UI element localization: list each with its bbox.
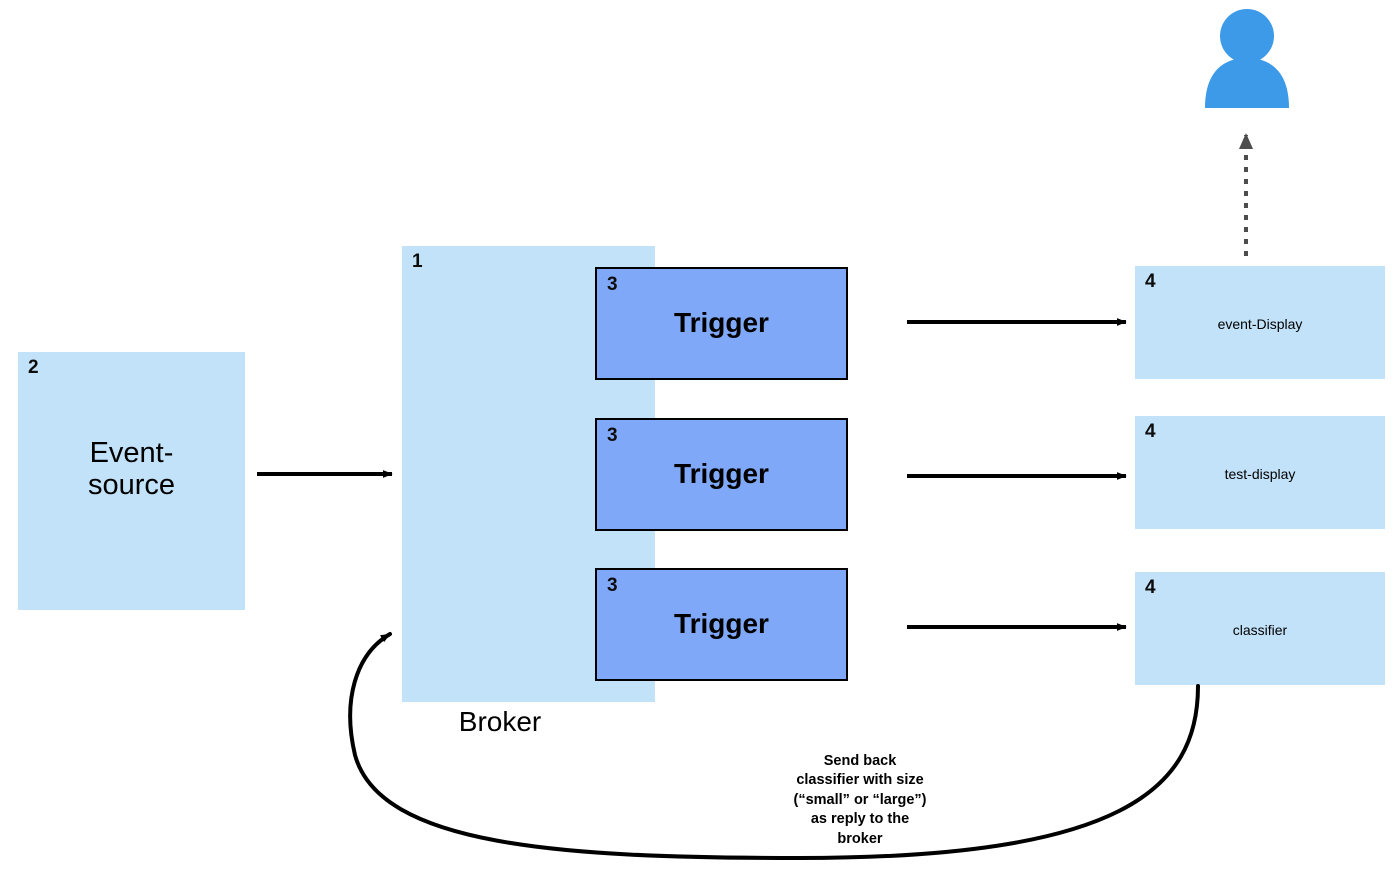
service-2-label: test-display xyxy=(1224,466,1296,482)
trigger-box-1[interactable]: 3 Trigger xyxy=(595,267,848,380)
trigger-2-number: 3 xyxy=(607,425,618,446)
broker-number: 1 xyxy=(412,251,423,272)
trigger-box-3[interactable]: 3 Trigger xyxy=(595,568,848,681)
event-source-label-line2: source xyxy=(87,469,176,502)
event-source-box[interactable]: 2 Event- source xyxy=(18,352,245,610)
event-source-label: Event- source xyxy=(18,437,245,502)
trigger-2-label: Trigger xyxy=(674,458,769,489)
service-box-test-display[interactable]: 4 test-display xyxy=(1135,416,1385,529)
trigger-1-label: Trigger xyxy=(674,307,769,338)
broker-label: Broker xyxy=(458,706,542,737)
trigger-box-2[interactable]: 3 Trigger xyxy=(595,418,848,531)
trigger-3-label: Trigger xyxy=(674,608,769,639)
feedback-note: Send back classifier with size (“small” … xyxy=(793,753,927,847)
service-box-classifier[interactable]: 4 classifier xyxy=(1135,572,1385,685)
service-3-number: 4 xyxy=(1145,577,1156,598)
service-1-number: 4 xyxy=(1145,271,1156,292)
event-source-number: 2 xyxy=(28,357,39,378)
service-3-label: classifier xyxy=(1232,622,1288,638)
trigger-1-number: 3 xyxy=(607,274,618,295)
trigger-3-number: 3 xyxy=(607,575,618,596)
service-1-label: event-Display xyxy=(1217,316,1303,332)
service-box-event-display[interactable]: 4 event-Display xyxy=(1135,266,1385,379)
service-2-number: 4 xyxy=(1145,421,1156,442)
event-source-label-line1: Event- xyxy=(89,437,174,469)
person-icon xyxy=(1199,8,1295,108)
